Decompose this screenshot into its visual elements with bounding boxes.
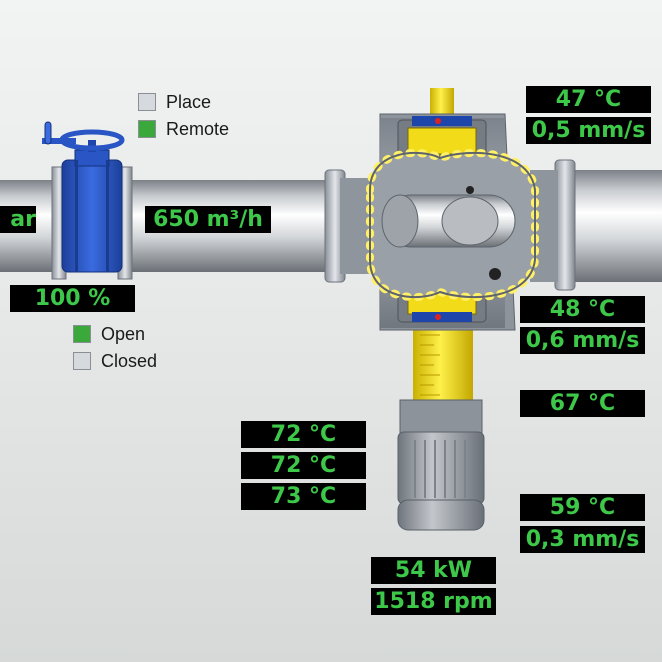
pump-top-temp-value: 47 °C (555, 87, 622, 112)
legend-place: Place (138, 92, 211, 112)
motor-bottom-vibration-readout[interactable]: 0,3 mm/s (520, 526, 645, 553)
flow-readout[interactable]: 650 m³/h (145, 206, 271, 233)
winding-temp-2-readout[interactable]: 72 °C (241, 452, 366, 479)
legend-remote-label: Remote (166, 118, 230, 139)
legend-open: Open (73, 324, 145, 344)
legend-closed-swatch (73, 352, 91, 370)
butterfly-valve-graphic (42, 121, 133, 280)
motor-bottom-temp-readout[interactable]: 59 °C (520, 494, 645, 521)
legend-closed: Closed (73, 351, 157, 371)
motor-bottom-temp-value: 59 °C (549, 495, 616, 520)
flow-readout-value: 650 m³/h (153, 207, 263, 232)
motor-power-value: 54 kW (394, 558, 473, 583)
pump-bottom-temp-readout[interactable]: 48 °C (520, 296, 645, 323)
winding-temp-1-readout[interactable]: 72 °C (241, 421, 366, 448)
winding-temp-3-value: 73 °C (270, 484, 337, 509)
split-case-pump-graphic (366, 113, 539, 331)
pump-bottom-vibration-readout[interactable]: 0,6 mm/s (520, 327, 645, 354)
pressure-readout-value: ar (10, 207, 36, 232)
valve-position-readout[interactable]: 100 % (10, 285, 135, 312)
legend-closed-label: Closed (101, 350, 158, 371)
motor-bottom-vibration-value: 0,3 mm/s (525, 527, 640, 552)
winding-temp-1-value: 72 °C (270, 422, 337, 447)
legend-open-swatch (73, 325, 91, 343)
legend-open-label: Open (101, 323, 146, 344)
motor-top-temp-value: 67 °C (549, 391, 616, 416)
motor-speed-value: 1518 rpm (374, 589, 493, 614)
pressure-readout[interactable]: ar (0, 206, 36, 233)
pump-top-temp-readout[interactable]: 47 °C (526, 86, 651, 113)
winding-temp-3-readout[interactable]: 73 °C (241, 483, 366, 510)
pipe-right (560, 170, 662, 282)
pump-top-vibration-value: 0,5 mm/s (531, 118, 646, 143)
pump-top-vibration-readout[interactable]: 0,5 mm/s (526, 117, 651, 144)
winding-temp-2-value: 72 °C (270, 453, 337, 478)
legend-place-label: Place (166, 91, 212, 112)
pump-bottom-vibration-value: 0,6 mm/s (525, 328, 640, 353)
motor-graphic (397, 399, 485, 531)
legend-remote-swatch (138, 120, 156, 138)
legend-remote: Remote (138, 119, 229, 139)
motor-top-temp-readout[interactable]: 67 °C (520, 390, 645, 417)
legend-place-swatch (138, 93, 156, 111)
valve-position-value: 100 % (34, 286, 111, 311)
motor-speed-readout[interactable]: 1518 rpm (371, 588, 496, 615)
motor-power-readout[interactable]: 54 kW (371, 557, 496, 584)
pump-bottom-temp-value: 48 °C (549, 297, 616, 322)
